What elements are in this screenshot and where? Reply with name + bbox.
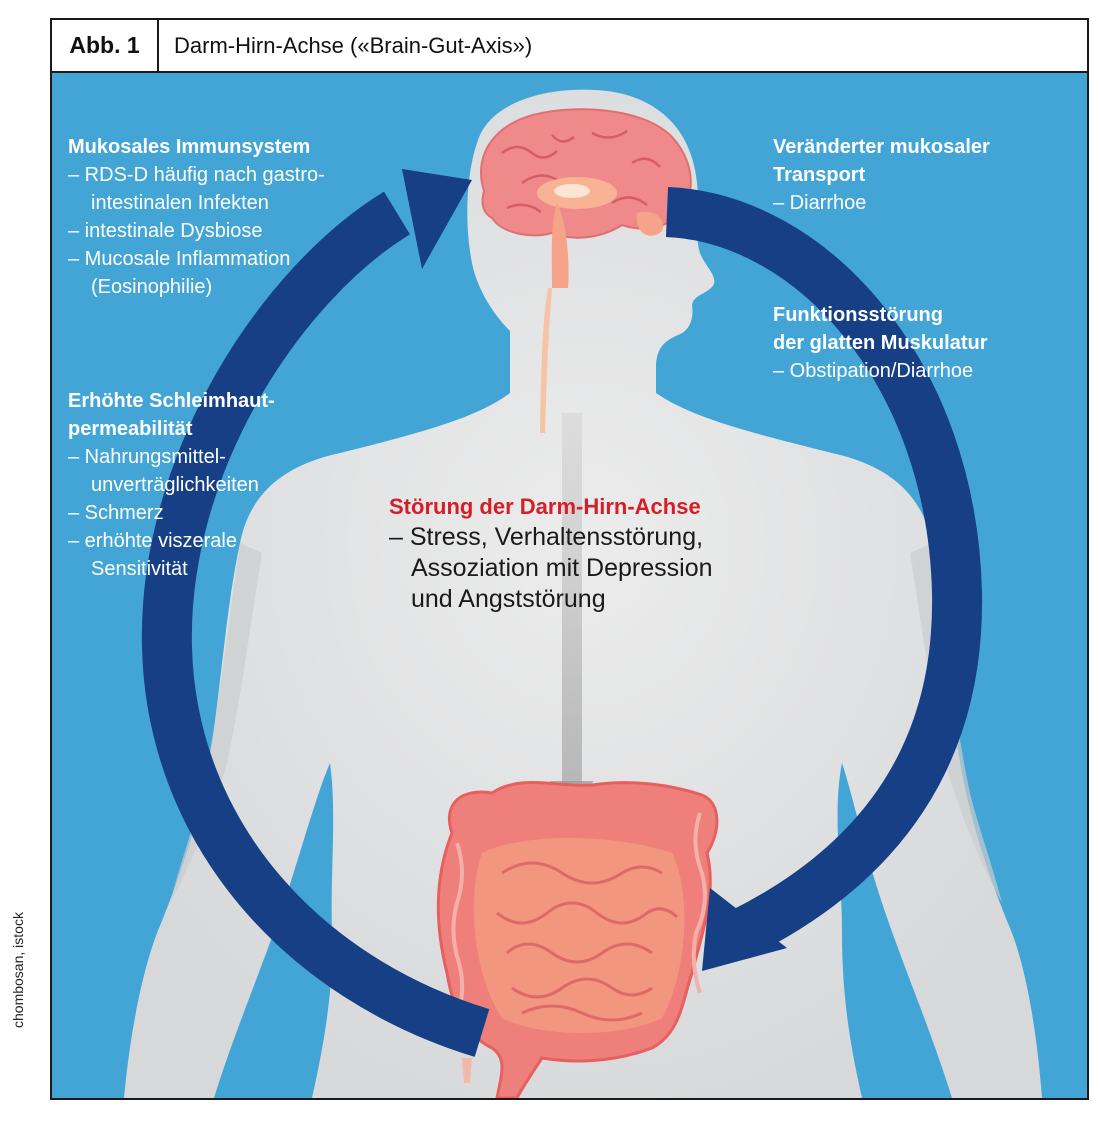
permeability-heading-2: permeabilität (68, 418, 193, 440)
figure-header: Abb. 1 Darm-Hirn-Achse («Brain-Gut-Axis»… (52, 20, 1087, 73)
cycle-arrow-left (141, 169, 490, 1057)
permeability-item-2: – Schmerz (68, 502, 164, 524)
disorder-item-1b: Assoziation mit Depression (411, 554, 713, 582)
illustration (124, 89, 1042, 1098)
permeability-item-3: – erhöhte viszerale (68, 530, 237, 552)
disorder-item-1c: und Angststörung (411, 585, 606, 613)
immune-item-2: – intestinale Dysbiose (68, 220, 263, 242)
permeability-item-1: – Nahrungsmittel- (68, 446, 226, 468)
transport-item-1: – Diarrhoe (773, 192, 867, 214)
brain (480, 108, 692, 288)
immune-item-3b: (Eosinophilie) (91, 276, 213, 298)
block-gut-brain-disorder: Störung der Darm-Hirn-Achse – Stress, Ve… (389, 492, 713, 615)
permeability-item-3b: Sensitivität (91, 558, 188, 580)
block-transport: Veränderter mukosaler Transport – Diarrh… (773, 133, 990, 217)
figure-label: Abb. 1 (52, 20, 159, 71)
transport-heading-2: Transport (773, 164, 866, 186)
muscle-heading-2: der glatten Muskulatur (773, 332, 988, 354)
block-smooth-muscle: Funktionsstörung der glatten Muskulatur … (773, 301, 987, 385)
intestines (436, 780, 719, 1098)
muscle-heading-1: Funktionsstörung (773, 304, 943, 326)
image-credit: chombosan, istock (10, 912, 26, 1028)
immune-heading: Mukosales Immunsystem (68, 136, 311, 158)
block-permeability: Erhöhte Schleimhaut- permeabilität – Nah… (68, 387, 275, 583)
transport-heading-1: Veränderter mukosaler (773, 136, 990, 158)
muscle-item-1: – Obstipation/Diarrhoe (773, 360, 974, 382)
immune-item-1b: intestinalen Infekten (91, 192, 269, 214)
cycle-arrow-right (665, 187, 983, 971)
permeability-heading-1: Erhöhte Schleimhaut- (68, 390, 275, 412)
block-immune-system: Mukosales Immunsystem – RDS-D häufig nac… (68, 133, 325, 301)
figure-title: Darm-Hirn-Achse («Brain-Gut-Axis») (174, 33, 533, 58)
permeability-item-1b: unverträglichkeiten (91, 474, 259, 496)
spinal-cord (540, 288, 552, 433)
disorder-item-1: – Stress, Verhaltensstörung, (389, 523, 704, 551)
disorder-heading: Störung der Darm-Hirn-Achse (389, 494, 701, 519)
immune-item-1: – RDS-D häufig nach gastro- (68, 164, 325, 186)
figure-frame: Abb. 1 Darm-Hirn-Achse («Brain-Gut-Axis»… (50, 18, 1089, 1100)
immune-item-3: – Mucosale Inflammation (68, 248, 291, 270)
